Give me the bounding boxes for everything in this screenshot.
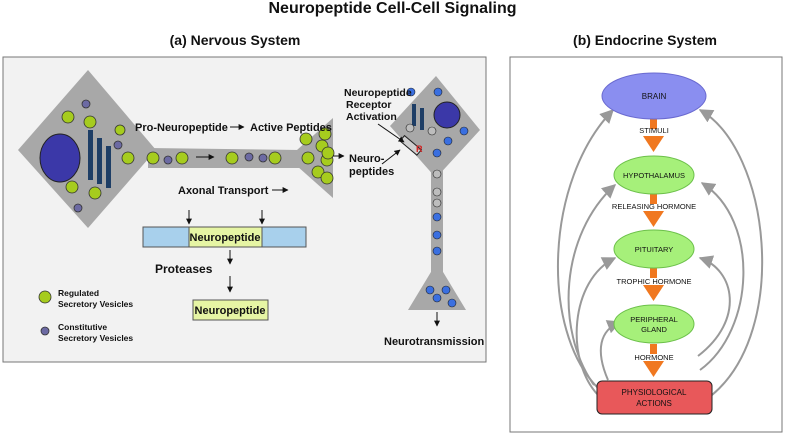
node-hypothalamus [613,155,695,195]
label-hormone: HORMONE [634,353,673,362]
legend-constitutive-line2: Secretory Vesicles [58,333,133,343]
feedback-loops [556,108,764,396]
label-neuro-line1: Neuro- [349,153,385,165]
panel-b-title: (b) Endocrine System [573,32,717,48]
target-empty-vesicles [405,123,442,208]
label-active-peptides: Active Peptides [250,122,332,134]
panel-a-title: (a) Nervous System [169,32,301,48]
node-actions-label-line1: PHYSIOLOGICAL [622,388,687,397]
target-neuron-soma [390,76,480,178]
label-neuro-line2: peptides [349,166,394,178]
constitutive-vesicles-soma [73,99,123,213]
node-peripheral-gland [613,304,695,344]
target-nucleus [433,101,461,129]
constitutive-vesicles-axon [163,152,268,165]
legend-regulated-line1: Regulated [58,288,99,298]
node-brain [601,72,707,120]
source-neuron-soma [18,70,156,228]
source-axon [148,148,300,168]
panel-a: Pro-Neuropeptide Active Peptides Axonal … [2,56,487,363]
cascade-arrows [643,119,664,377]
legend-constitutive-line1: Constitutive [58,322,107,332]
binding-arrow [381,149,401,165]
target-golgi [412,104,424,130]
target-vesicles [406,87,469,308]
target-terminal [408,262,466,310]
label-stimuli: STIMULI [639,126,669,135]
node-pituitary-label: PITUITARY [635,245,673,254]
legend-regulated-swatch [38,290,52,304]
main-title: Neuropeptide Cell-Cell Signaling [268,0,517,17]
label-trophic-hormone: TROPHIC HORMONE [617,277,692,286]
released-peptides [318,127,335,185]
legend-constitutive-swatch [40,326,50,336]
node-pituitary [613,229,695,269]
node-actions-label-line2: ACTIONS [636,399,672,408]
node-brain-label: BRAIN [642,92,667,101]
receptor-marker: R [416,144,423,154]
label-neurotransmission: Neurotransmission [384,336,485,348]
precursor-neuropeptide-segment [188,226,263,248]
regulated-vesicles-soma [61,110,135,200]
node-peripheral-label-line2: GLAND [641,325,667,334]
mature-neuropeptide-label: Neuropeptide [195,305,266,317]
label-receptor-line3: Activation [346,111,397,123]
node-physiological-actions [596,380,713,415]
label-releasing-hormone: RELEASING HORMONE [612,202,696,211]
label-receptor-line2: Receptor [346,99,392,111]
legend-regulated-line2: Secretory Vesicles [58,299,133,309]
panel-b: BRAIN STIMULI HYPOTHALAMUS RELEASING HOR… [509,56,783,433]
node-hypothalamus-label: HYPOTHALAMUS [623,171,685,180]
receptor-pointer [377,123,405,143]
label-receptor-line1: Neuropeptide [344,87,412,99]
node-peripheral-label-line1: PERIPHERAL [630,315,678,324]
label-axonal-transport: Axonal Transport [178,185,269,197]
label-pro-neuropeptide: Pro-Neuropeptide [135,122,228,134]
precursor-neuropeptide-label: Neuropeptide [190,232,261,244]
golgi-stacks [88,130,111,188]
label-proteases: Proteases [155,262,213,276]
source-nucleus [39,133,81,183]
mature-neuropeptide-box [192,299,269,321]
